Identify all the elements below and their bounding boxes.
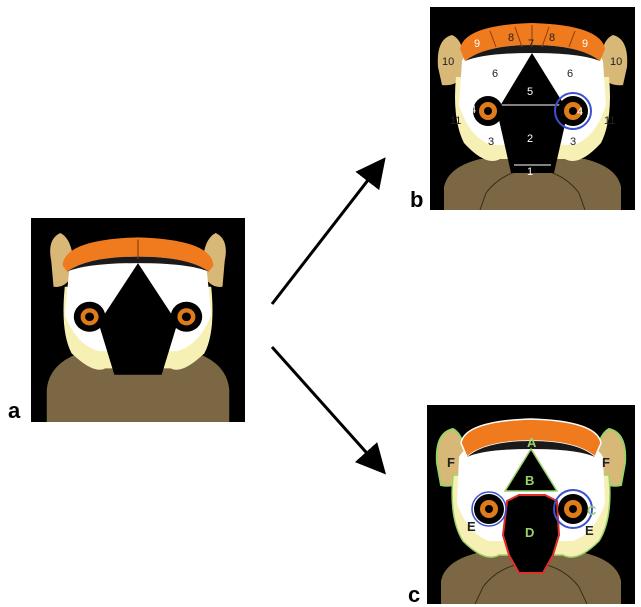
lemur-face-b: 1 2 3 3 4 4 5 6 6 7 8 8 9 9 10 10 11 11	[430, 7, 635, 210]
panel-b-letter: b	[410, 187, 424, 212]
region-label-4-left: 4	[470, 104, 476, 116]
region-label-2: 2	[527, 133, 533, 145]
region-label-10-left: 10	[442, 56, 454, 68]
region-label-E-right: E	[585, 523, 594, 538]
arrow-to-b	[270, 157, 386, 305]
region-label-3-right: 3	[570, 136, 576, 148]
region-label-7: 7	[528, 38, 534, 50]
region-label-9-left: 9	[474, 38, 480, 50]
region-label-D: D	[525, 525, 534, 540]
region-label-1: 1	[527, 166, 533, 178]
panel-c: A B C D E E F F	[427, 405, 635, 604]
region-label-8-right: 8	[549, 32, 555, 44]
region-label-B: B	[525, 473, 534, 488]
region-label-9-right: 9	[582, 38, 588, 50]
lemur-face-a	[31, 218, 245, 422]
region-label-4-right: 4	[577, 106, 583, 118]
region-label-F-left: F	[447, 455, 455, 470]
panel-a	[31, 218, 245, 422]
region-label-A: A	[527, 435, 537, 450]
lemur-face-c: A B C D E E F F	[427, 405, 635, 604]
region-label-3-left: 3	[488, 136, 494, 148]
region-label-6-right: 6	[567, 68, 573, 80]
region-label-5: 5	[527, 86, 533, 98]
panel-a-letter: a	[8, 398, 21, 423]
panel-b: 1 2 3 3 4 4 5 6 6 7 8 8 9 9 10 10 11 11	[430, 7, 635, 210]
region-label-10-right: 10	[610, 56, 622, 68]
region-label-E-left: E	[467, 519, 476, 534]
region-label-8-left: 8	[508, 32, 514, 44]
region-label-F-right: F	[602, 455, 610, 470]
region-label-11-left: 11	[450, 115, 461, 127]
region-label-C: C	[587, 503, 597, 518]
arrow-to-c	[270, 346, 386, 475]
region-label-6-left: 6	[492, 68, 498, 80]
panel-c-letter: c	[408, 582, 421, 607]
region-label-11-right: 11	[604, 115, 615, 127]
